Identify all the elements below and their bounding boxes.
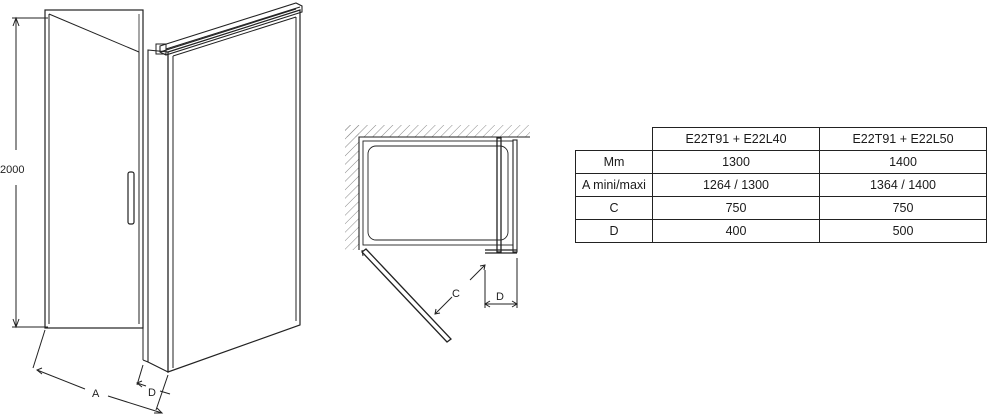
- plan-offset-dimension: [484, 258, 518, 308]
- table-cell: 1264 / 1300: [652, 173, 820, 197]
- row-label: D: [575, 219, 653, 243]
- row-label: Mm: [575, 150, 653, 174]
- plan-view: [345, 125, 530, 343]
- table-cell: 750: [652, 196, 820, 220]
- table-cell: 400: [652, 219, 820, 243]
- plan-door: [361, 248, 452, 343]
- shower-tray: [362, 140, 514, 246]
- plan-offset-label: D: [496, 291, 504, 303]
- swing-dimension: [434, 264, 486, 315]
- table-row: D 400 500: [575, 219, 987, 243]
- table-cell: 1300: [652, 150, 820, 174]
- column-header: E22T91 + E22L40: [652, 127, 820, 151]
- row-label: A mini/maxi: [575, 173, 653, 197]
- table-cell: 1400: [819, 150, 987, 174]
- column-header: E22T91 + E22L50: [819, 127, 987, 151]
- door-panel: [44, 9, 144, 329]
- table-corner: [575, 127, 653, 151]
- width-dimension: [32, 329, 169, 414]
- table-cell: 1364 / 1400: [819, 173, 987, 197]
- table-header-row: E22T91 + E22L40 E22T91 + E22L50: [575, 127, 987, 151]
- joint-profile: [142, 48, 149, 363]
- wall-profile: [155, 2, 303, 56]
- side-panel: [147, 9, 301, 373]
- table-row: C 750 750: [575, 196, 987, 220]
- table-row: A mini/maxi 1264 / 1300 1364 / 1400: [575, 173, 987, 197]
- width-label: A: [92, 388, 100, 400]
- table-row: Mm 1300 1400: [575, 150, 987, 174]
- elevation-offset-dimension: [136, 364, 171, 395]
- plan-side-panel: [485, 137, 518, 254]
- door-handle: [127, 171, 135, 225]
- spec-table: E22T91 + E22L40 E22T91 + E22L50 Mm 1300 …: [575, 127, 987, 243]
- row-label: C: [575, 196, 653, 220]
- height-label: 2000: [0, 164, 24, 176]
- elevation-view: [12, 2, 303, 414]
- height-dimension: [12, 16, 48, 329]
- wall-hatch: [345, 125, 530, 250]
- table-cell: 750: [819, 196, 987, 220]
- table-cell: 500: [819, 219, 987, 243]
- elevation-offset-label: D: [148, 387, 156, 399]
- swing-label: C: [452, 288, 460, 300]
